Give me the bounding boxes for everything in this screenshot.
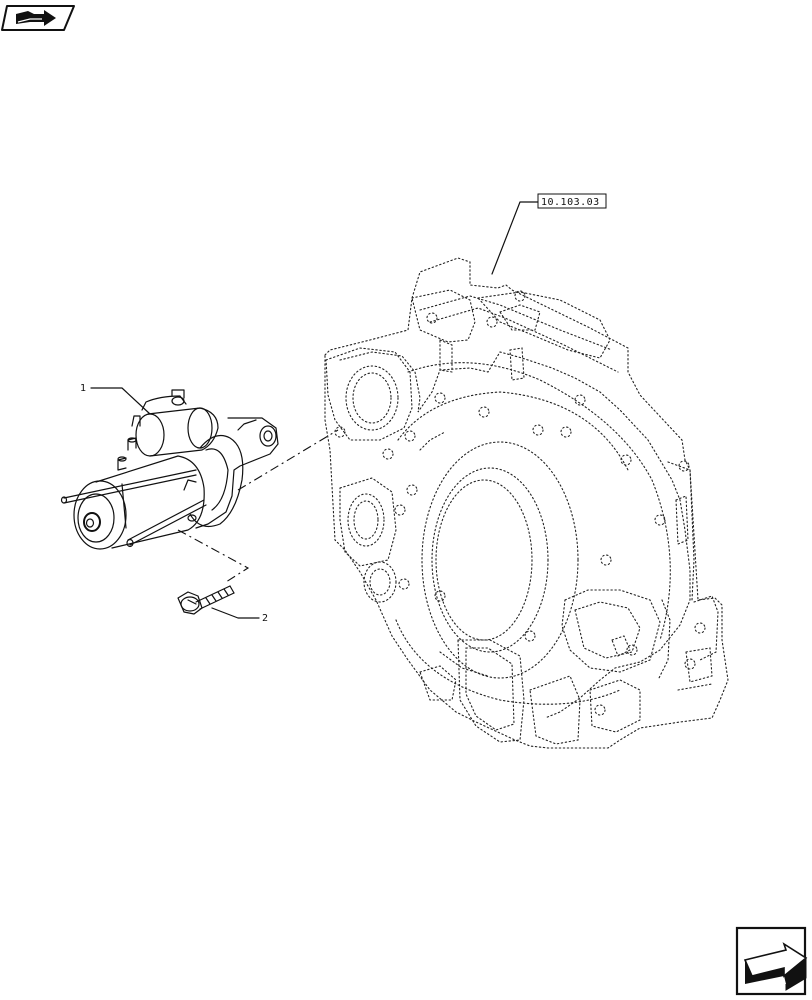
flange-bolt <box>177 585 235 615</box>
assembly-line-bolt-to-starter <box>177 529 250 583</box>
starter-motor <box>60 389 279 550</box>
reference-tag[interactable]: 10.103.03 <box>491 193 607 275</box>
flywheel-housing <box>324 257 729 749</box>
svg-text:2: 2 <box>262 613 268 624</box>
next-page-arrow-icon[interactable] <box>735 926 808 996</box>
book-arrow-icon[interactable] <box>1 5 75 31</box>
svg-text:10.103.03: 10.103.03 <box>541 197 600 208</box>
callout-1: 1 <box>80 383 151 415</box>
callout-2: 2 <box>211 607 268 624</box>
svg-text:1: 1 <box>80 383 86 394</box>
assembly-line-starter-to-housing <box>237 429 339 491</box>
